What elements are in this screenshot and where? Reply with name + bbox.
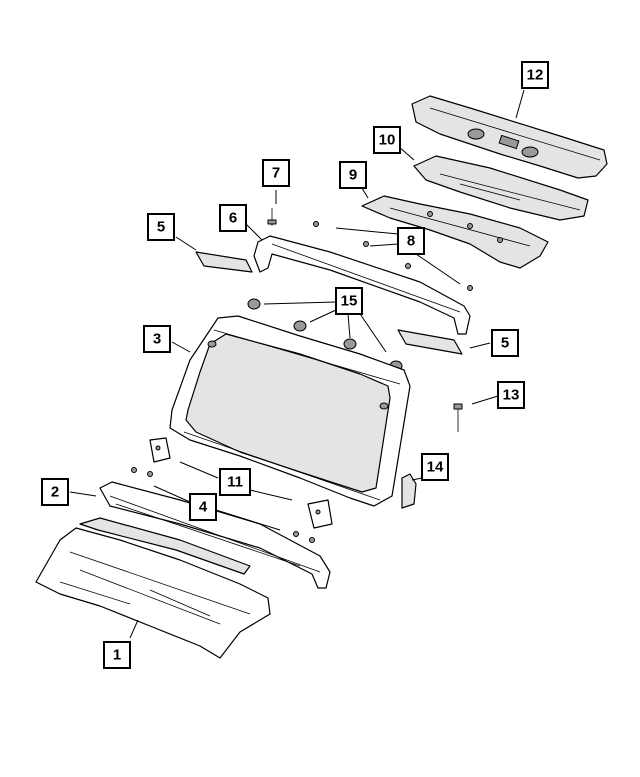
callout-14: 14: [421, 453, 449, 481]
callout-4: 4: [189, 493, 217, 521]
svg-text:15: 15: [341, 293, 358, 310]
callout-7: 7: [262, 159, 290, 187]
svg-text:5: 5: [501, 335, 509, 352]
svg-text:11: 11: [227, 474, 243, 491]
part-9-header-bracket: [361, 195, 549, 269]
part-2-cowl-panel: [99, 481, 331, 589]
part-8-fasteners: [313, 221, 473, 291]
callout-12: 12: [521, 61, 549, 89]
leader-lines: [69, 89, 525, 639]
callout-1: 1: [103, 641, 131, 669]
callout-5-left: 5: [147, 213, 175, 241]
part-7-screw: [267, 208, 277, 226]
part-14-bracket: [401, 473, 417, 509]
part-11-hinges: [149, 437, 333, 529]
callout-2: 2: [41, 478, 69, 506]
callout-5-right: 5: [491, 329, 519, 357]
callout-15: 15: [335, 287, 363, 315]
svg-text:12: 12: [527, 67, 544, 84]
svg-text:1: 1: [113, 647, 121, 664]
svg-text:13: 13: [503, 387, 520, 404]
part-6-header-rail: [253, 235, 471, 335]
svg-text:8: 8: [407, 233, 415, 250]
part-12-header-panel: [411, 95, 608, 179]
part-13-bolt: [453, 403, 463, 432]
callout-3: 3: [143, 325, 171, 353]
callout-9: 9: [339, 161, 367, 189]
part-4-hardware: [131, 467, 315, 543]
svg-text:14: 14: [427, 459, 444, 476]
callout-10: 10: [373, 126, 401, 154]
callout-11: 11: [219, 468, 251, 496]
svg-text:3: 3: [153, 331, 161, 348]
part-5-right-seal: [397, 329, 463, 355]
svg-text:2: 2: [51, 484, 59, 501]
callout-13: 13: [497, 381, 525, 409]
svg-text:9: 9: [349, 167, 357, 184]
svg-text:4: 4: [199, 499, 208, 516]
svg-text:6: 6: [229, 210, 237, 227]
part-1-cowl-base: [35, 517, 271, 659]
callout-6: 6: [219, 204, 247, 232]
callout-8: 8: [397, 227, 425, 255]
part-10-header-insulator: [413, 155, 589, 221]
svg-text:7: 7: [272, 165, 280, 182]
svg-text:10: 10: [379, 132, 396, 149]
svg-text:5: 5: [157, 219, 165, 236]
part-5-left-seal: [195, 251, 253, 273]
part-3-windshield-frame: [169, 315, 411, 507]
